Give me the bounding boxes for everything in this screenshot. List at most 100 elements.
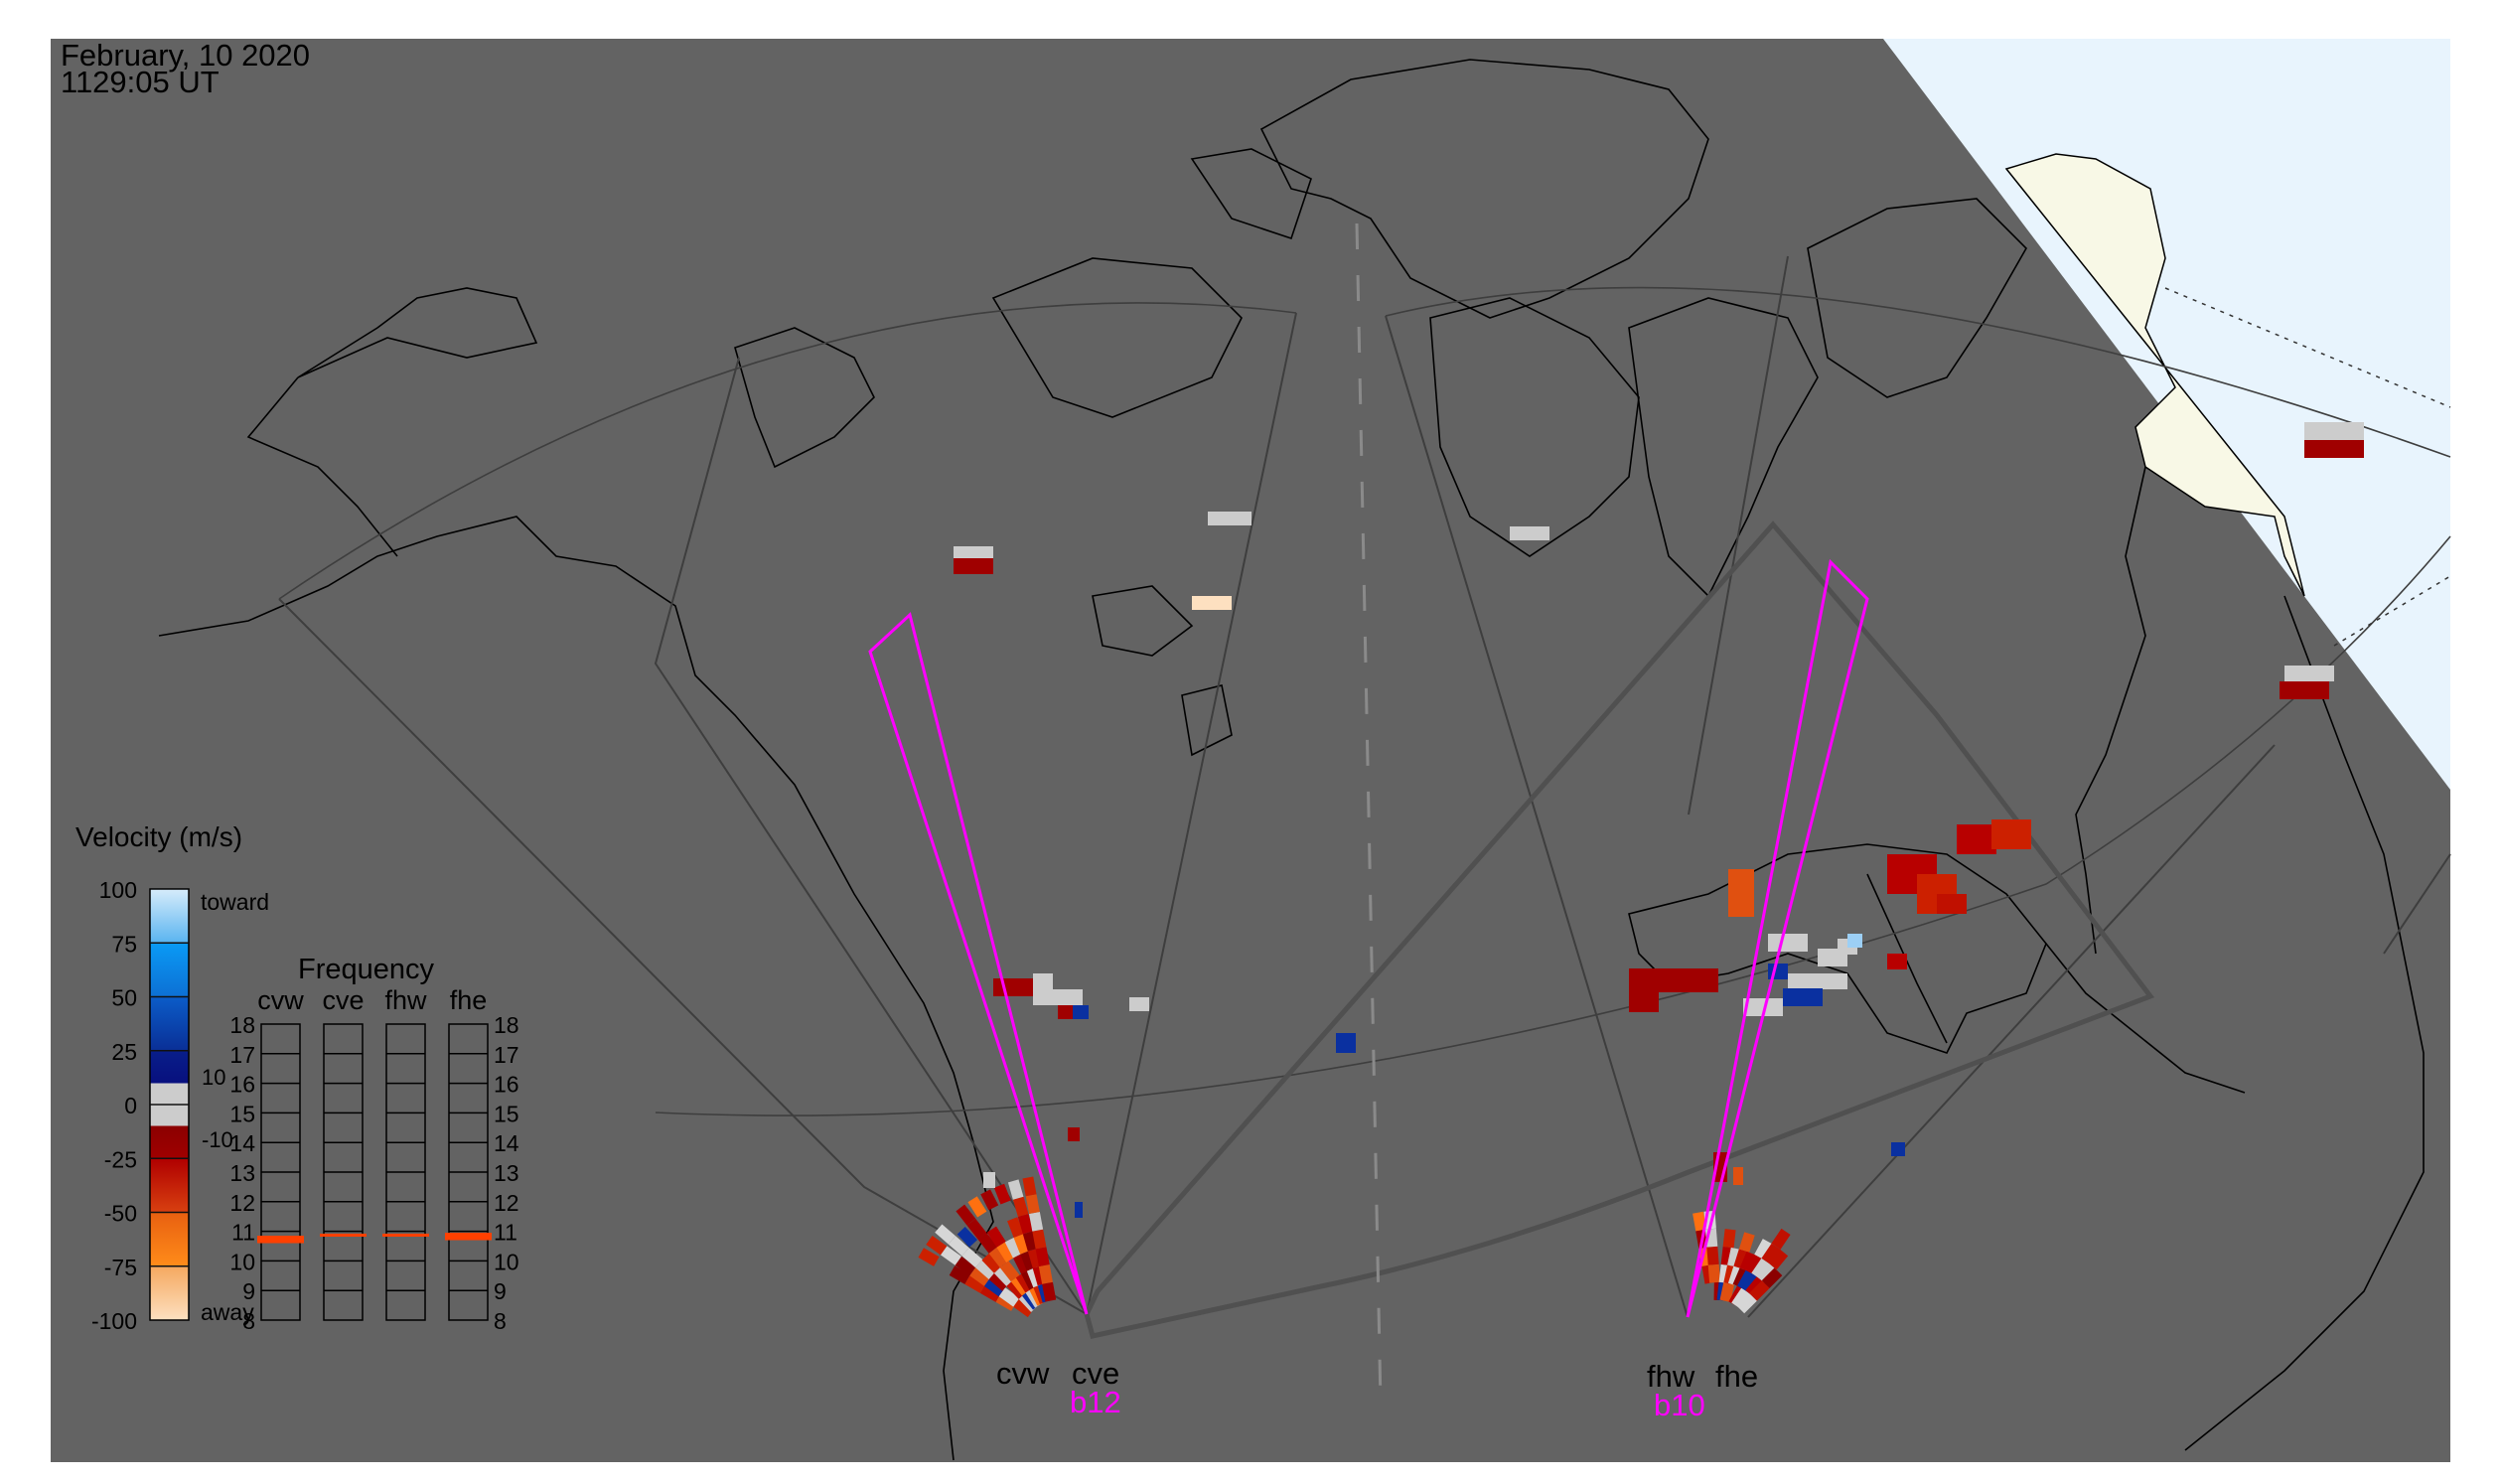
colorbar-tick-label: -100 <box>91 1308 137 1334</box>
echo-cell <box>1013 1233 1031 1255</box>
echo-cell <box>1510 526 1549 540</box>
echo-cell <box>918 1248 940 1266</box>
echo-cell <box>1738 1232 1755 1253</box>
echo-cell <box>961 1248 983 1268</box>
colorbar-tick-label: 50 <box>111 985 137 1011</box>
echo-cell <box>967 1196 987 1218</box>
frequency-tick-right: 14 <box>494 1130 519 1156</box>
echo-cell <box>1768 934 1808 952</box>
echo-cell <box>993 978 1037 996</box>
echo-cell <box>1336 1033 1356 1053</box>
beam-label-b12: b12 <box>1070 1385 1121 1419</box>
frequency-tick-right: 9 <box>494 1278 507 1304</box>
echo-cell <box>1719 1282 1735 1302</box>
echo-cell <box>1629 988 1659 1012</box>
colorbar-tick-label: 100 <box>99 877 137 903</box>
echo-cell <box>1706 1246 1719 1265</box>
frequency-radar-label-fhw: fhw <box>384 985 427 1015</box>
echo-cell <box>1032 1229 1047 1250</box>
echo-cell <box>1783 988 1823 1006</box>
echo-cell <box>993 1183 1011 1205</box>
radar-echoes <box>918 422 2364 1318</box>
ground-scatter-lower-label: -10 <box>202 1127 233 1152</box>
site-label-fhw: fhw <box>1647 1359 1695 1394</box>
frequency-title: Frequency <box>298 954 435 985</box>
echo-cell <box>955 1256 976 1276</box>
frequency-radar-label-fhe: fhe <box>450 985 488 1015</box>
echo-cell <box>1035 1247 1050 1267</box>
echo-cell <box>926 1235 948 1256</box>
echo-cell <box>1756 1262 1777 1284</box>
echo-cell <box>2284 666 2334 681</box>
echo-cell <box>1068 1127 1080 1141</box>
colorbar-tick-label: 0 <box>124 1093 137 1118</box>
frequency-band-fhw <box>382 1233 429 1237</box>
echo-cell <box>1192 596 1232 610</box>
echo-cell <box>966 1218 987 1240</box>
echo-cell <box>1771 1228 1791 1250</box>
echo-cell <box>1768 964 1788 979</box>
frequency-tick-left: 12 <box>229 1190 255 1216</box>
echo-cell <box>1017 1213 1034 1235</box>
echo-cell <box>980 1189 999 1211</box>
frequency-tick-left: 16 <box>229 1072 255 1098</box>
echo-cell <box>954 558 993 574</box>
date-label: February, 10 2020 <box>61 38 310 73</box>
echo-cell <box>1707 1263 1721 1283</box>
time-label: 1129:05 UT <box>61 65 220 99</box>
echo-cell <box>988 1247 1009 1268</box>
echo-cell <box>1029 1211 1044 1232</box>
colorbar-tick-label: 25 <box>111 1039 137 1065</box>
echo-cell <box>1768 1249 1789 1270</box>
terminator-dots <box>2164 287 2451 647</box>
colorbar-tick-label: 75 <box>111 931 137 957</box>
echo-cell <box>981 1253 1002 1273</box>
echo-cell <box>996 1241 1016 1262</box>
frequency-radar-label-cvw: cvw <box>257 985 304 1015</box>
echo-cell <box>1007 1179 1024 1200</box>
echo-cell <box>1007 1217 1024 1239</box>
echo-cell <box>1749 1280 1770 1301</box>
echo-cell <box>977 1232 998 1254</box>
echo-cell <box>986 1226 1006 1248</box>
echo-cell <box>2304 422 2364 440</box>
frequency-tick-right: 11 <box>494 1220 517 1246</box>
echo-cell <box>975 1259 996 1279</box>
echo-cell <box>948 1236 969 1257</box>
echo-cell <box>969 1266 991 1286</box>
echo-cell <box>1129 997 1149 1011</box>
echo-cell <box>940 1246 962 1265</box>
velocity-legend-title: Velocity (m/s) <box>75 821 242 852</box>
echo-cell <box>1012 1196 1029 1218</box>
frequency-tick-left: 15 <box>229 1101 255 1126</box>
echo-cell <box>935 1224 957 1245</box>
echo-cell <box>954 546 993 558</box>
echo-cell <box>1887 954 1907 969</box>
echo-cell <box>1038 1264 1053 1284</box>
echo-cell <box>957 1227 978 1248</box>
frequency-tick-right: 15 <box>494 1101 519 1126</box>
colorbar-tick-label: -50 <box>104 1201 137 1227</box>
echo-cell <box>1937 894 1967 914</box>
echo-cell <box>998 1287 1020 1307</box>
frequency-tick-right: 17 <box>494 1042 519 1068</box>
frequency-tick-right: 18 <box>494 1012 519 1038</box>
frequency-tick-left: 10 <box>229 1249 255 1274</box>
frequency-band-fhe <box>445 1233 492 1241</box>
frequency-tick-right: 13 <box>494 1160 519 1186</box>
echo-cell <box>1751 1258 1771 1279</box>
echo-cell <box>1739 1251 1757 1272</box>
echo-cell <box>2304 440 2364 458</box>
echo-cell <box>949 1265 970 1284</box>
frequency-band-cve <box>320 1233 367 1237</box>
echo-cell <box>993 1265 1015 1286</box>
site-label-cve: cve <box>1072 1356 1119 1391</box>
echo-cell <box>999 1261 1020 1282</box>
away-label: away <box>201 1299 254 1325</box>
echo-cell <box>2280 681 2329 699</box>
echo-cell <box>1073 1005 1089 1019</box>
beam-b10 <box>1686 558 1869 1318</box>
frequency-tick-left: 9 <box>242 1278 255 1304</box>
echo-cell <box>1745 1254 1764 1275</box>
echo-cell <box>1208 512 1251 525</box>
